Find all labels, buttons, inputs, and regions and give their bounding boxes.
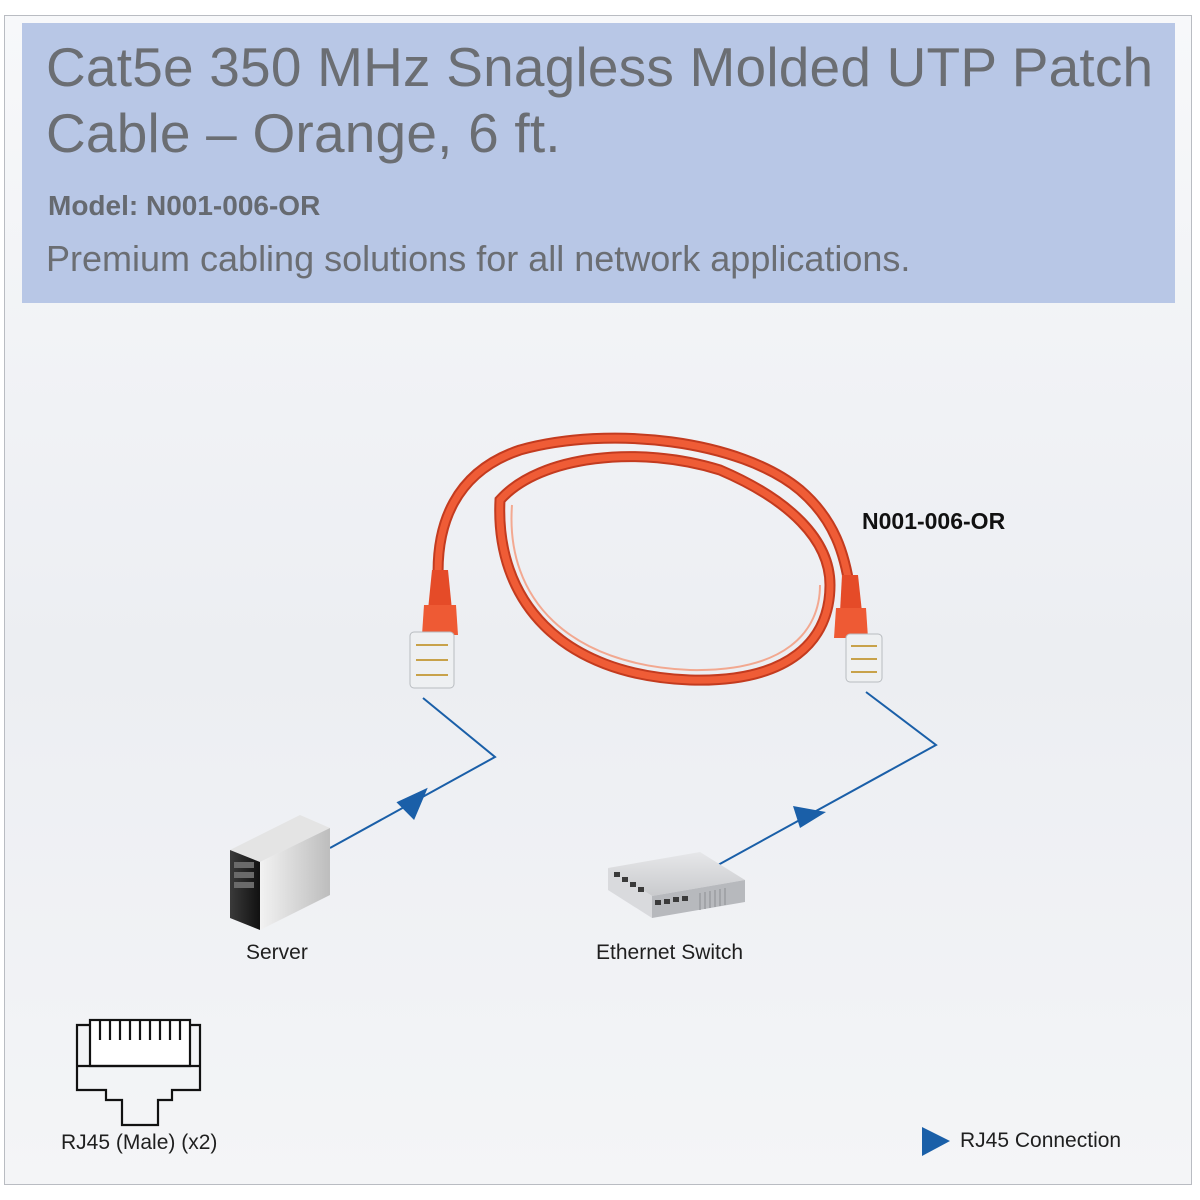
legend-arrow-icon	[922, 1127, 950, 1156]
connection-line-server	[329, 697, 497, 849]
server-icon	[230, 815, 330, 930]
arrow-icon	[793, 806, 826, 828]
ethernet-switch-label: Ethernet Switch	[596, 941, 744, 964]
ethernet-switch-icon	[608, 852, 745, 918]
arrow-icon	[396, 787, 428, 820]
page-title: Cat5e 350 MHz Snagless Molded UTP Patch …	[46, 36, 1154, 164]
header-banner	[22, 23, 1175, 303]
legend-label: RJ45 Connection	[960, 1129, 1122, 1152]
rj45-plug-right	[834, 575, 883, 683]
rj45-connector-icon	[75, 1018, 202, 1127]
model-number: Model: N001-006-OR	[48, 190, 321, 221]
connection-line-switch	[717, 691, 938, 866]
rj45-plug-left	[409, 570, 458, 689]
product-label: N001-006-OR	[862, 508, 1006, 534]
patch-cable-image	[409, 432, 883, 689]
server-label: Server	[246, 941, 308, 964]
tagline: Premium cabling solutions for all networ…	[46, 238, 911, 279]
connector-label: RJ45 (Male) (x2)	[61, 1131, 218, 1154]
